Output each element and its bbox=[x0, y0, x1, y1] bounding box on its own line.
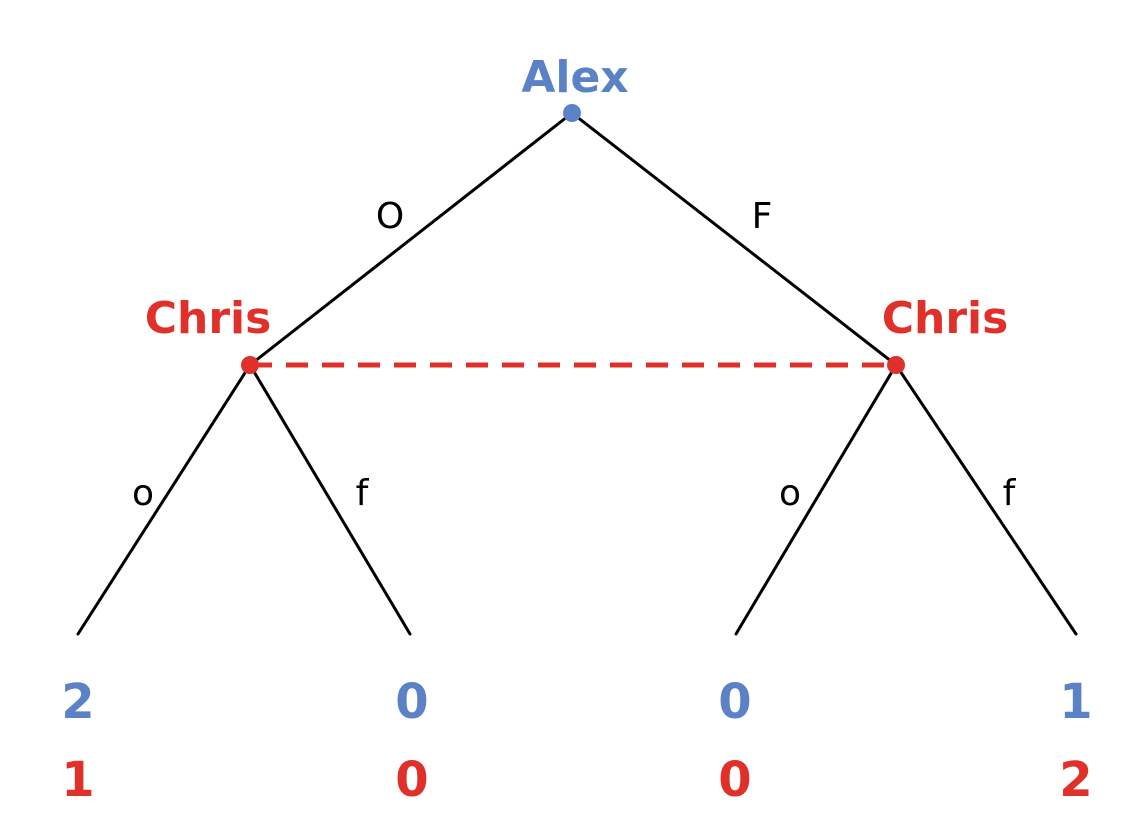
payoff-p1-leaf-2: 0 bbox=[395, 674, 428, 730]
edge-left-f bbox=[248, 363, 412, 636]
action-label-right-o: o bbox=[779, 473, 801, 514]
payoff-p1-leaf-1: 2 bbox=[61, 674, 94, 730]
edge-root-right bbox=[570, 111, 898, 367]
payoff-p2-leaf-4: 2 bbox=[1059, 752, 1092, 808]
action-label-root-left: O bbox=[376, 196, 404, 237]
action-label-left-o: o bbox=[132, 473, 154, 514]
edge-right-o bbox=[734, 363, 898, 636]
root-player-label: Alex bbox=[521, 52, 628, 103]
payoff-p1-leaf-4: 1 bbox=[1059, 674, 1092, 730]
edge-root-left bbox=[248, 111, 574, 367]
right-player-label: Chris bbox=[882, 293, 1009, 344]
payoff-p2-leaf-3: 0 bbox=[718, 752, 751, 808]
left-decision-node bbox=[241, 356, 259, 374]
edge-right-f bbox=[894, 363, 1078, 636]
action-label-left-f: f bbox=[356, 473, 370, 514]
root-node bbox=[563, 104, 581, 122]
left-player-label: Chris bbox=[145, 293, 272, 344]
payoff-p2-leaf-1: 1 bbox=[61, 752, 94, 808]
payoff-p1-leaf-3: 0 bbox=[718, 674, 751, 730]
action-label-right-f: f bbox=[1003, 473, 1017, 514]
action-label-root-right: F bbox=[752, 196, 773, 237]
right-decision-node bbox=[887, 356, 905, 374]
edge-left-o bbox=[76, 363, 252, 636]
payoff-p2-leaf-2: 0 bbox=[395, 752, 428, 808]
